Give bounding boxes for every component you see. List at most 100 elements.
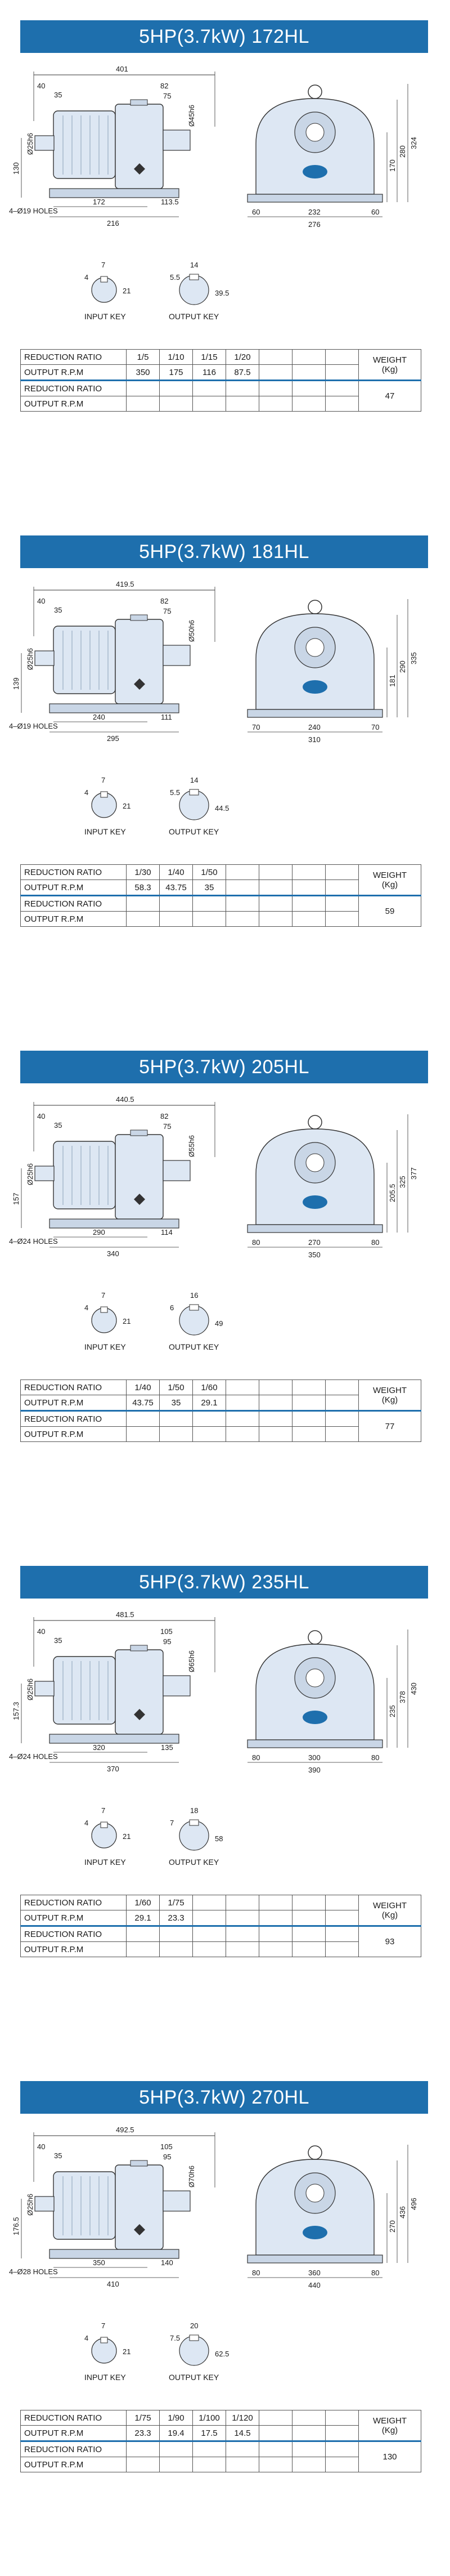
key-in-d: 21	[123, 802, 130, 810]
dim-holes: 4–Ø24 HOLES	[9, 1752, 58, 1761]
rpm-label: OUTPUT R.P.M	[20, 364, 127, 381]
dimension-drawing: 440.5 40 35 82 75	[9, 1095, 418, 1351]
dim-v2: 280	[398, 145, 407, 158]
dim-shaft: Ø25h6	[26, 133, 34, 155]
output-key-detail: 14 5.5 44.5 OUTPUT KEY	[169, 776, 229, 836]
input-key-detail: 7 4 21 INPUT KEY	[84, 261, 130, 321]
ratio-cell	[292, 349, 326, 365]
ratio-label: REDUCTION RATIO	[20, 1379, 127, 1395]
input-key-detail: 7 4 21 INPUT KEY	[84, 1806, 130, 1867]
dim-shaft2: Ø50h6	[187, 620, 196, 642]
dim-overall: 419.5	[116, 580, 134, 588]
rpm-row-2: OUTPUT R.P.M	[20, 2457, 421, 2472]
ratio-cell: 1/30	[126, 864, 160, 880]
front-view: 270 350 80 80 377 325 205.5	[247, 1114, 418, 1259]
rpm-cell: 17.5	[192, 2425, 226, 2441]
dim-w2: 350	[308, 1251, 321, 1259]
dim-a: 40	[37, 1112, 45, 1120]
ratio-label: REDUCTION RATIO	[20, 2410, 127, 2426]
input-key-label: INPUT KEY	[84, 312, 126, 321]
ratio-row-2: REDUCTION RATIO 47	[20, 380, 421, 412]
ratio-label-2: REDUCTION RATIO	[20, 380, 127, 396]
rpm-row: OUTPUT R.P.M 43.75 35 29.1	[20, 1395, 421, 1411]
dim-h: 130	[12, 162, 20, 175]
key-in-h: 4	[84, 273, 88, 282]
dim-overall: 440.5	[116, 1095, 134, 1104]
rpm-cell: 29.1	[192, 1395, 226, 1411]
ratio-cell	[292, 1895, 326, 1910]
output-key-detail: 14 5.5 39.5 OUTPUT KEY	[169, 261, 229, 321]
ratio-cell: 1/60	[126, 1895, 160, 1910]
dim-holes: 4–Ø28 HOLES	[9, 2267, 58, 2276]
rpm-cell: 23.3	[126, 2425, 160, 2441]
rpm-cell	[325, 879, 359, 896]
dim-d: 95	[163, 1637, 171, 1646]
dim-v2: 325	[398, 1176, 407, 1188]
dim-f2: 80	[371, 2269, 379, 2277]
rpm-row: OUTPUT R.P.M 58.3 43.75 35	[20, 879, 421, 896]
ratio-cell	[226, 864, 259, 880]
dim-b: 35	[54, 1121, 62, 1129]
dim-l3: 410	[107, 2280, 119, 2288]
dim-w2: 390	[308, 1766, 321, 1774]
rpm-cell: 14.5	[226, 2425, 259, 2441]
input-key-detail: 7 4 21 INPUT KEY	[84, 2321, 130, 2382]
rpm-cell	[292, 364, 326, 381]
ratio-row: REDUCTION RATIO 1/5 1/10 1/15 1/20 WEIGH…	[20, 349, 421, 381]
dim-v1: 377	[410, 1167, 418, 1180]
key-in-h: 4	[84, 1819, 88, 1827]
rpm-cell: 43.75	[126, 1395, 160, 1411]
key-in-w: 7	[101, 1806, 105, 1815]
dimension-drawing: 492.5 40 35 105 95	[9, 2126, 418, 2382]
rpm-cell: 35	[192, 879, 226, 896]
rpm-cell: 116	[192, 364, 226, 381]
dim-h: 157	[12, 1193, 20, 1205]
ratio-label-2: REDUCTION RATIO	[20, 2440, 127, 2457]
ratio-row-2: REDUCTION RATIO 59	[20, 895, 421, 927]
ratio-cell: 1/75	[126, 2410, 160, 2426]
dim-h: 139	[12, 677, 20, 690]
dim-v2: 290	[398, 660, 407, 673]
dim-v3: 270	[388, 2220, 397, 2233]
rpm-cell	[325, 1910, 359, 1926]
rpm-cell: 19.4	[159, 2425, 193, 2441]
dim-l2: 113.5	[161, 198, 179, 206]
rpm-cell: 350	[126, 364, 160, 381]
ratio-cell: 1/100	[192, 2410, 226, 2426]
dim-f2: 60	[371, 208, 379, 216]
key-in-d: 21	[123, 1832, 130, 1841]
spec-table: REDUCTION RATIO 1/5 1/10 1/15 1/20 WEIGH…	[20, 349, 421, 412]
rpm-cell	[226, 1910, 259, 1926]
rpm-cell: 23.3	[159, 1910, 193, 1926]
model-title: 5HP(3.7kW) 181HL	[20, 535, 428, 568]
dim-f1: 80	[252, 2269, 260, 2277]
model-section-4: 5HP(3.7kW) 235HL 481.5 40 35 105 95	[0, 1546, 450, 2061]
weight-value: 59	[358, 895, 421, 927]
dim-h: 157.3	[12, 1702, 20, 1720]
ratio-cell: 1/10	[159, 349, 193, 365]
dim-l3: 295	[107, 734, 119, 743]
dim-b: 35	[54, 1636, 62, 1645]
dim-w1: 240	[308, 723, 321, 731]
input-key-label: INPUT KEY	[84, 1342, 126, 1351]
dim-c: 105	[160, 1627, 173, 1636]
key-out-d: 58	[215, 1834, 223, 1843]
ratio-cell	[292, 864, 326, 880]
side-view: 401 40 35 82 75	[9, 65, 215, 227]
dim-c: 105	[160, 2142, 173, 2151]
dim-l1: 172	[93, 198, 105, 206]
key-out-h: 6	[170, 1303, 174, 1312]
ratio-row: REDUCTION RATIO 1/30 1/40 1/50 WEIGHT (K…	[20, 864, 421, 896]
dim-shaft: Ø25h6	[26, 1678, 34, 1700]
rpm-cell	[259, 879, 292, 896]
dim-f1: 80	[252, 1238, 260, 1247]
key-out-h: 7.5	[170, 2334, 180, 2342]
ratio-label-2: REDUCTION RATIO	[20, 1410, 127, 1427]
output-key-label: OUTPUT KEY	[169, 1858, 219, 1867]
dim-d: 95	[163, 2153, 171, 2161]
input-key-detail: 7 4 21 INPUT KEY	[84, 1291, 130, 1351]
dim-overall: 401	[116, 65, 128, 73]
dimension-drawing: 419.5 40 35 82 75	[9, 580, 418, 836]
dim-v3: 235	[388, 1705, 397, 1717]
